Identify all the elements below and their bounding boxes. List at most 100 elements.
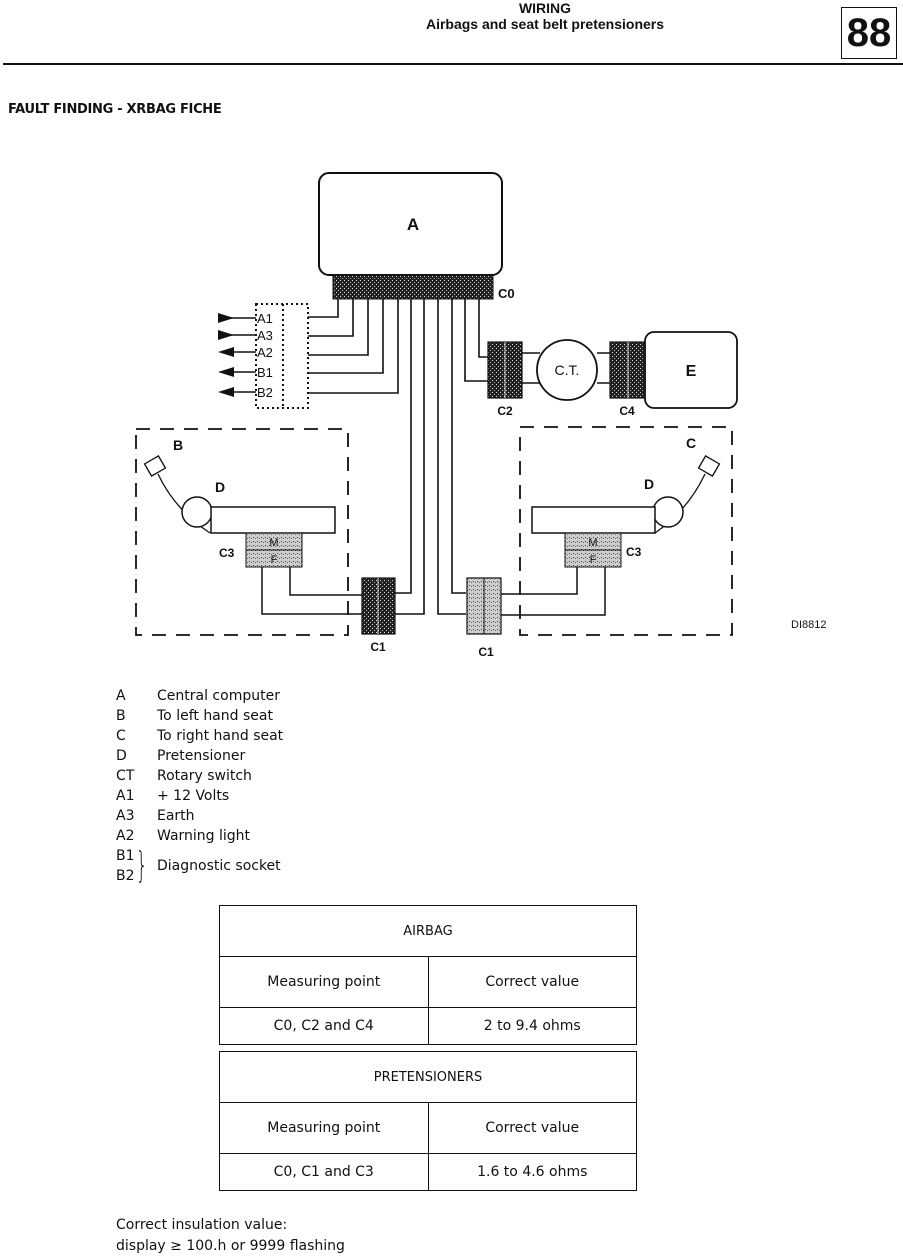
pin-label: A2 xyxy=(257,345,273,360)
connector-C0: C0 xyxy=(332,274,515,301)
pretensioner-reel-icon xyxy=(652,496,684,528)
label-C3-right: C3 xyxy=(626,545,642,559)
insulation-note: Correct insulation value: display ≥ 100.… xyxy=(116,1215,345,1257)
wiring-diagram: A C0 A1 A3 A2 B1 B2 xyxy=(135,172,826,659)
legend-key: B1 xyxy=(116,848,135,864)
label-C3-left: C3 xyxy=(219,546,235,560)
legend-key: C xyxy=(116,728,126,744)
legend-value: To right hand seat xyxy=(157,728,284,744)
column-header: Correct value xyxy=(427,1102,637,1154)
pin-label: A3 xyxy=(257,328,273,343)
wires-pin-block xyxy=(308,299,399,394)
pin-block xyxy=(255,303,309,409)
pin-label: A1 xyxy=(257,311,273,326)
legend-item: C To right hand seat xyxy=(116,726,283,746)
connector-C4: C4 xyxy=(609,341,647,418)
legend-key: A xyxy=(116,688,126,704)
arrow-out-icon xyxy=(218,387,234,397)
pin-A3: A3 xyxy=(218,328,273,343)
header-category: WIRING xyxy=(518,0,572,16)
legend-item: A2 Warning light xyxy=(116,826,283,846)
legend-item: A Central computer xyxy=(116,686,283,706)
wires-c1 xyxy=(393,299,466,615)
label-E: E xyxy=(686,363,697,380)
legend-value: Central computer xyxy=(157,688,280,704)
column-header: Measuring point xyxy=(219,1102,429,1154)
label-B: B xyxy=(173,437,183,453)
pin-B2: B2 xyxy=(218,385,273,400)
label-C4: C4 xyxy=(619,404,635,418)
table-row: C0, C2 and C4 2 to 9.4 ohms xyxy=(219,1007,637,1045)
pin-label: B1 xyxy=(257,365,273,380)
airbag-table: AIRBAG Measuring point Correct value C0,… xyxy=(219,905,637,1045)
anchor-icon xyxy=(143,455,167,477)
arrow-out-icon xyxy=(218,347,234,357)
label-M: M xyxy=(269,537,278,549)
legend-value: Diagnostic socket xyxy=(157,858,281,874)
label-C1-left: C1 xyxy=(370,640,386,654)
legend-key: B xyxy=(116,708,126,724)
legend-key: A2 xyxy=(116,828,135,844)
insulation-line: Correct insulation value: xyxy=(116,1217,288,1233)
label-F: F xyxy=(271,554,278,566)
legend-group: B1 B2 } Diagnostic socket xyxy=(116,846,283,886)
diagram-reference: DI8812 xyxy=(791,619,826,631)
central-computer-A: A xyxy=(318,172,503,276)
section-title: FAULT FINDING - XRBAG FICHE xyxy=(8,102,222,117)
column-header: Correct value xyxy=(427,956,637,1008)
legend-key: D xyxy=(116,748,127,764)
legend-key: A1 xyxy=(116,788,135,804)
arrow-in-icon xyxy=(218,313,234,323)
legend-key: A3 xyxy=(116,808,135,824)
label-CT: C.T. xyxy=(555,362,580,378)
component-E: E xyxy=(644,331,738,409)
label-D-right: D xyxy=(644,476,654,492)
label-M: M xyxy=(588,537,597,549)
legend-value: Pretensioner xyxy=(157,748,246,764)
correct-value-cell: 1.6 to 4.6 ohms xyxy=(427,1153,637,1191)
pin-label: B2 xyxy=(257,385,273,400)
label-C: C xyxy=(686,435,696,451)
legend-value: Warning light xyxy=(157,828,251,844)
insulation-line: display ≥ 100.h or 9999 flashing xyxy=(116,1238,345,1254)
table-title: PRETENSIONERS xyxy=(219,1051,637,1103)
table-row: C0, C1 and C3 1.6 to 4.6 ohms xyxy=(219,1153,637,1191)
label-C2: C2 xyxy=(497,404,513,418)
pretensioners-table: PRETENSIONERS Measuring point Correct va… xyxy=(219,1051,637,1191)
rotary-switch-CT: C.T. xyxy=(536,339,598,401)
pin-B1: B1 xyxy=(218,365,273,380)
legend-item: A1 + 12 Volts xyxy=(116,786,283,806)
measuring-point-cell: C0, C2 and C4 xyxy=(219,1007,429,1045)
label-D-left: D xyxy=(215,479,225,495)
pin-A1: A1 xyxy=(218,311,273,326)
legend-value: To left hand seat xyxy=(157,708,273,724)
legend-item: B To left hand seat xyxy=(116,706,283,726)
legend-item: CT Rotary switch xyxy=(116,766,283,786)
label-C0: C0 xyxy=(498,286,515,301)
connector-C1-left: C1 xyxy=(361,577,396,654)
left-seat-B: B D M F C3 xyxy=(135,428,362,636)
label-C1-right: C1 xyxy=(478,645,494,659)
legend-key: CT xyxy=(116,768,135,784)
label-F: F xyxy=(590,554,597,566)
right-seat-C: C D M F C3 xyxy=(501,426,733,636)
pretensioner-reel-icon xyxy=(181,496,213,528)
brace-icon: } xyxy=(136,845,148,886)
pin-A2: A2 xyxy=(218,345,273,360)
legend-key: B2 xyxy=(116,868,135,884)
arrow-out-icon xyxy=(218,367,234,377)
page-number-box: 88 xyxy=(841,7,897,59)
legend-item: D Pretensioner xyxy=(116,746,283,766)
anchor-icon xyxy=(697,455,721,477)
label-A: A xyxy=(407,215,419,234)
correct-value-cell: 2 to 9.4 ohms xyxy=(427,1007,637,1045)
legend-value: Rotary switch xyxy=(157,768,252,784)
table-header-row: Measuring point Correct value xyxy=(219,1102,637,1154)
legend-value: + 12 Volts xyxy=(157,788,230,804)
connector-C1-right: C1 xyxy=(466,577,502,659)
column-header: Measuring point xyxy=(219,956,429,1008)
table-header-row: Measuring point Correct value xyxy=(219,956,637,1008)
measuring-point-cell: C0, C1 and C3 xyxy=(219,1153,429,1191)
connector-C2: C2 xyxy=(487,341,523,418)
